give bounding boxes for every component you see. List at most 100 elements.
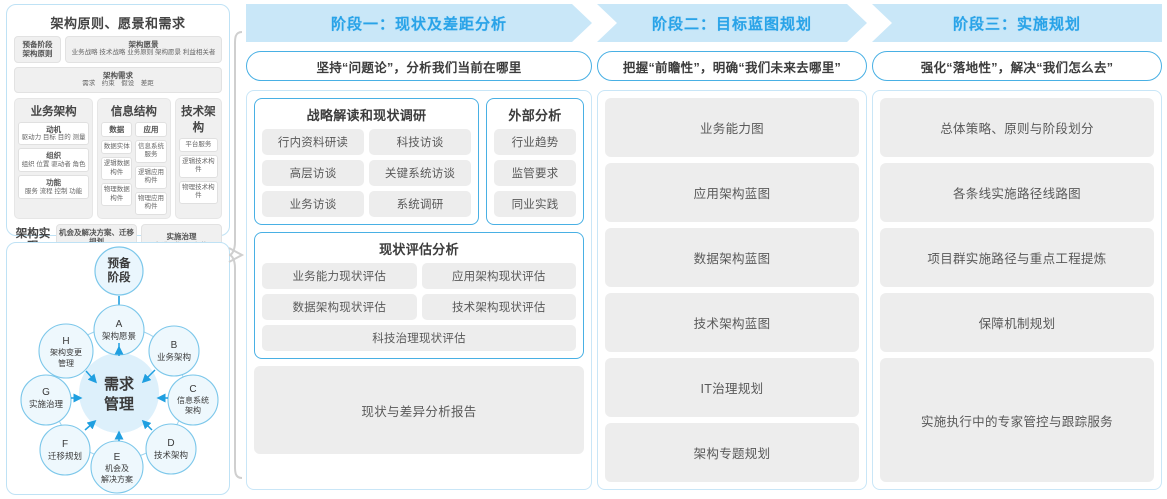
svg-text:实施治理: 实施治理 [29,399,64,409]
phase-3-header[interactable]: 阶段三：实施规划 [872,4,1162,42]
list-item[interactable]: 保障机制规划 [880,293,1154,353]
togaf-top-row: 预备阶段 架构原则 架构愿景 业务战略 技术战略 业务原则 架构愿景 利益相关者 [14,36,222,63]
svg-text:F: F [62,439,68,450]
strategy-research-title: 战略解读和现状调研 [306,108,427,123]
togaf-business-group-organization: 组织 组织 位置 驱动者 角色 [18,148,90,173]
tech-item-label: 物理技术构件 [182,183,215,200]
svg-text:管理: 管理 [58,358,74,368]
chevron-shape-icon [246,4,592,42]
svg-text:C: C [189,384,196,395]
app-item-label: 信息系统服务 [138,142,165,159]
phase-2-header[interactable]: 阶段二：目标蓝图规划 [597,4,867,42]
adm-node-prep [94,246,144,296]
svg-text:B: B [171,340,178,351]
svg-text:H: H [62,336,69,347]
chip-item[interactable]: 高层访谈 [262,160,364,186]
gap-analysis-report-box[interactable]: 现状与差异分析报告 [254,366,584,454]
group-title: 动机 [46,124,62,134]
data-item-label: 逻辑数据构件 [103,160,130,176]
app-title-box: 应用 [135,121,167,137]
group-title: 功能 [46,178,62,188]
chip-row: 数据架构现状评估 技术架构现状评估 [262,294,576,320]
togaf-vision-title: 架构愿景 [128,40,159,49]
adm-prep-line2: 阶段 [108,270,131,284]
phase-1-panel: 战略解读和现状调研 行内资料研读 科技访谈 高层访谈 关键系统访谈 业务访谈 系 [246,90,592,490]
adm-cycle-diagram: 预备 阶段 需求 管理 A 架构愿景 B 业务架构 [20,246,219,494]
phase-3-header-label: 阶段三：实施规划 [952,15,1081,33]
togaf-requirements-items: 需求 约束 假设 差距 [82,80,154,88]
svg-text:架构愿景: 架构愿景 [102,331,136,341]
list-item[interactable]: 各条线实施路径线路图 [880,163,1154,223]
chip-row: 高层访谈 关键系统访谈 [262,160,471,186]
chip-item[interactable]: 同业实践 [494,191,576,217]
chip-item[interactable]: 数据架构现状评估 [262,294,417,320]
phase-1-header[interactable]: 阶段一：现状及差距分析 [246,4,592,42]
togaf-information-subcolumns: 数据 数据实体 逻辑数据构件 物理数据构件 [101,121,167,215]
svg-text:G: G [42,387,50,398]
togaf-column-information: 信息结构 数据 数据实体 逻辑数据构件 [97,97,171,219]
phase-1-column: 阶段一：现状及差距分析 坚持“问题论”，分析我们当前在哪里 战略解读和现状调研 … [246,4,592,490]
chip-item[interactable]: 应用架构现状评估 [421,263,576,289]
impl-title: 机会及解决方案、迁移规划 [59,227,134,246]
togaf-information-data: 数据 数据实体 逻辑数据构件 物理数据构件 [101,121,133,215]
external-analysis-chips: 行业趋势 监管要求 同业实践 [494,129,576,217]
togaf-requirements-title: 架构需求 [103,70,133,80]
list-item[interactable]: 技术架构蓝图 [605,293,859,352]
chip-item[interactable]: 业务能力现状评估 [262,263,417,289]
chip-item[interactable]: 监管要求 [494,160,576,186]
phase-1-header-label: 阶段一：现状及差距分析 [330,15,507,33]
togaf-title: 架构原则、愿景和需求 [50,16,186,31]
chip-item[interactable]: 系统调研 [369,191,471,217]
phase-1-top-row: 战略解读和现状调研 行内资料研读 科技访谈 高层访谈 关键系统访谈 业务访谈 系 [254,98,584,225]
chip-item[interactable]: 科技访谈 [369,129,471,155]
chip-item[interactable]: 技术架构现状评估 [421,294,576,320]
list-item[interactable]: 项目群实施路径与重点工程提炼 [880,228,1154,288]
adm-node-b [148,325,200,377]
tech-item-label: 平台服务 [185,140,212,148]
list-item[interactable]: 数据架构蓝图 [605,228,859,287]
list-item[interactable]: IT治理规划 [605,358,859,417]
strategy-research-card: 战略解读和现状调研 行内资料研读 科技访谈 高层访谈 关键系统访谈 业务访谈 系 [254,98,479,225]
phase-2-header-label: 阶段二：目标蓝图规划 [651,15,812,33]
svg-text:业务架构: 业务架构 [157,352,191,362]
adm-node-e [90,440,144,494]
data-item: 物理数据构件 [101,183,133,207]
chip-row: 业务能力现状评估 应用架构现状评估 [262,263,576,289]
adm-node-f [39,424,91,476]
data-item: 数据实体 [101,139,133,155]
togaf-domain-columns: 业务架构 动机 驱动力 目标 目的 测量 组织 组织 位置 驱动者 角色 功能 … [14,97,222,219]
togaf-business-group-function: 功能 服务 流程 控制 功能 [18,175,90,199]
chip-item[interactable]: 科技治理现状评估 [262,325,576,351]
chip-item[interactable]: 关键系统访谈 [369,160,471,186]
phase-3-column: 阶段三：实施规划 强化“落地性”，解决“我们怎么去” 总体策略、原则与阶段划分 … [872,4,1162,490]
chip-item[interactable]: 行业趋势 [494,129,576,155]
chip-item[interactable]: 业务访谈 [262,191,364,217]
svg-text:架构: 架构 [185,405,201,415]
current-state-assessment-card: 现状评估分析 业务能力现状评估 应用架构现状评估 数据架构现状评估 技术架构现状… [254,232,584,359]
data-item-label: 物理数据构件 [103,186,130,202]
list-item[interactable]: 业务能力图 [605,98,859,157]
list-item[interactable]: 实施执行中的专家管控与跟踪服务 [880,358,1154,482]
app-item-label: 物理应用构件 [138,194,165,211]
togaf-column-business-title: 业务架构 [30,105,77,118]
data-item: 逻辑数据构件 [101,157,133,181]
list-item[interactable]: 架构专题规划 [605,423,859,482]
group-title: 组织 [46,151,62,161]
tech-item: 平台服务 [178,137,218,152]
togaf-business-group-motivation: 动机 驱动力 目标 目的 测量 [18,121,90,146]
external-analysis-title: 外部分析 [508,108,562,123]
phase-3-panel: 总体策略、原则与阶段划分 各条线实施路径线路图 项目群实施路径与重点工程提炼 保… [872,90,1162,490]
phase-2-subtitle: 把握“前瞻性”，明确“我们未来去哪里” [597,51,867,81]
adm-node-c [167,374,219,426]
svg-text:架构变更: 架构变更 [50,347,82,357]
tech-item: 逻辑技术构件 [178,155,218,178]
chevron-shape-icon [597,4,867,42]
list-item[interactable]: 应用架构蓝图 [605,163,859,222]
svg-text:迁移规划: 迁移规划 [48,451,82,461]
group-items: 服务 流程 控制 功能 [24,187,83,195]
adm-center-line2: 管理 [104,395,134,413]
brace-connector-icon [228,31,245,479]
list-item[interactable]: 总体策略、原则与阶段划分 [880,98,1154,158]
togaf-column-information-title: 信息结构 [110,105,157,118]
chip-item[interactable]: 行内资料研读 [262,129,364,155]
